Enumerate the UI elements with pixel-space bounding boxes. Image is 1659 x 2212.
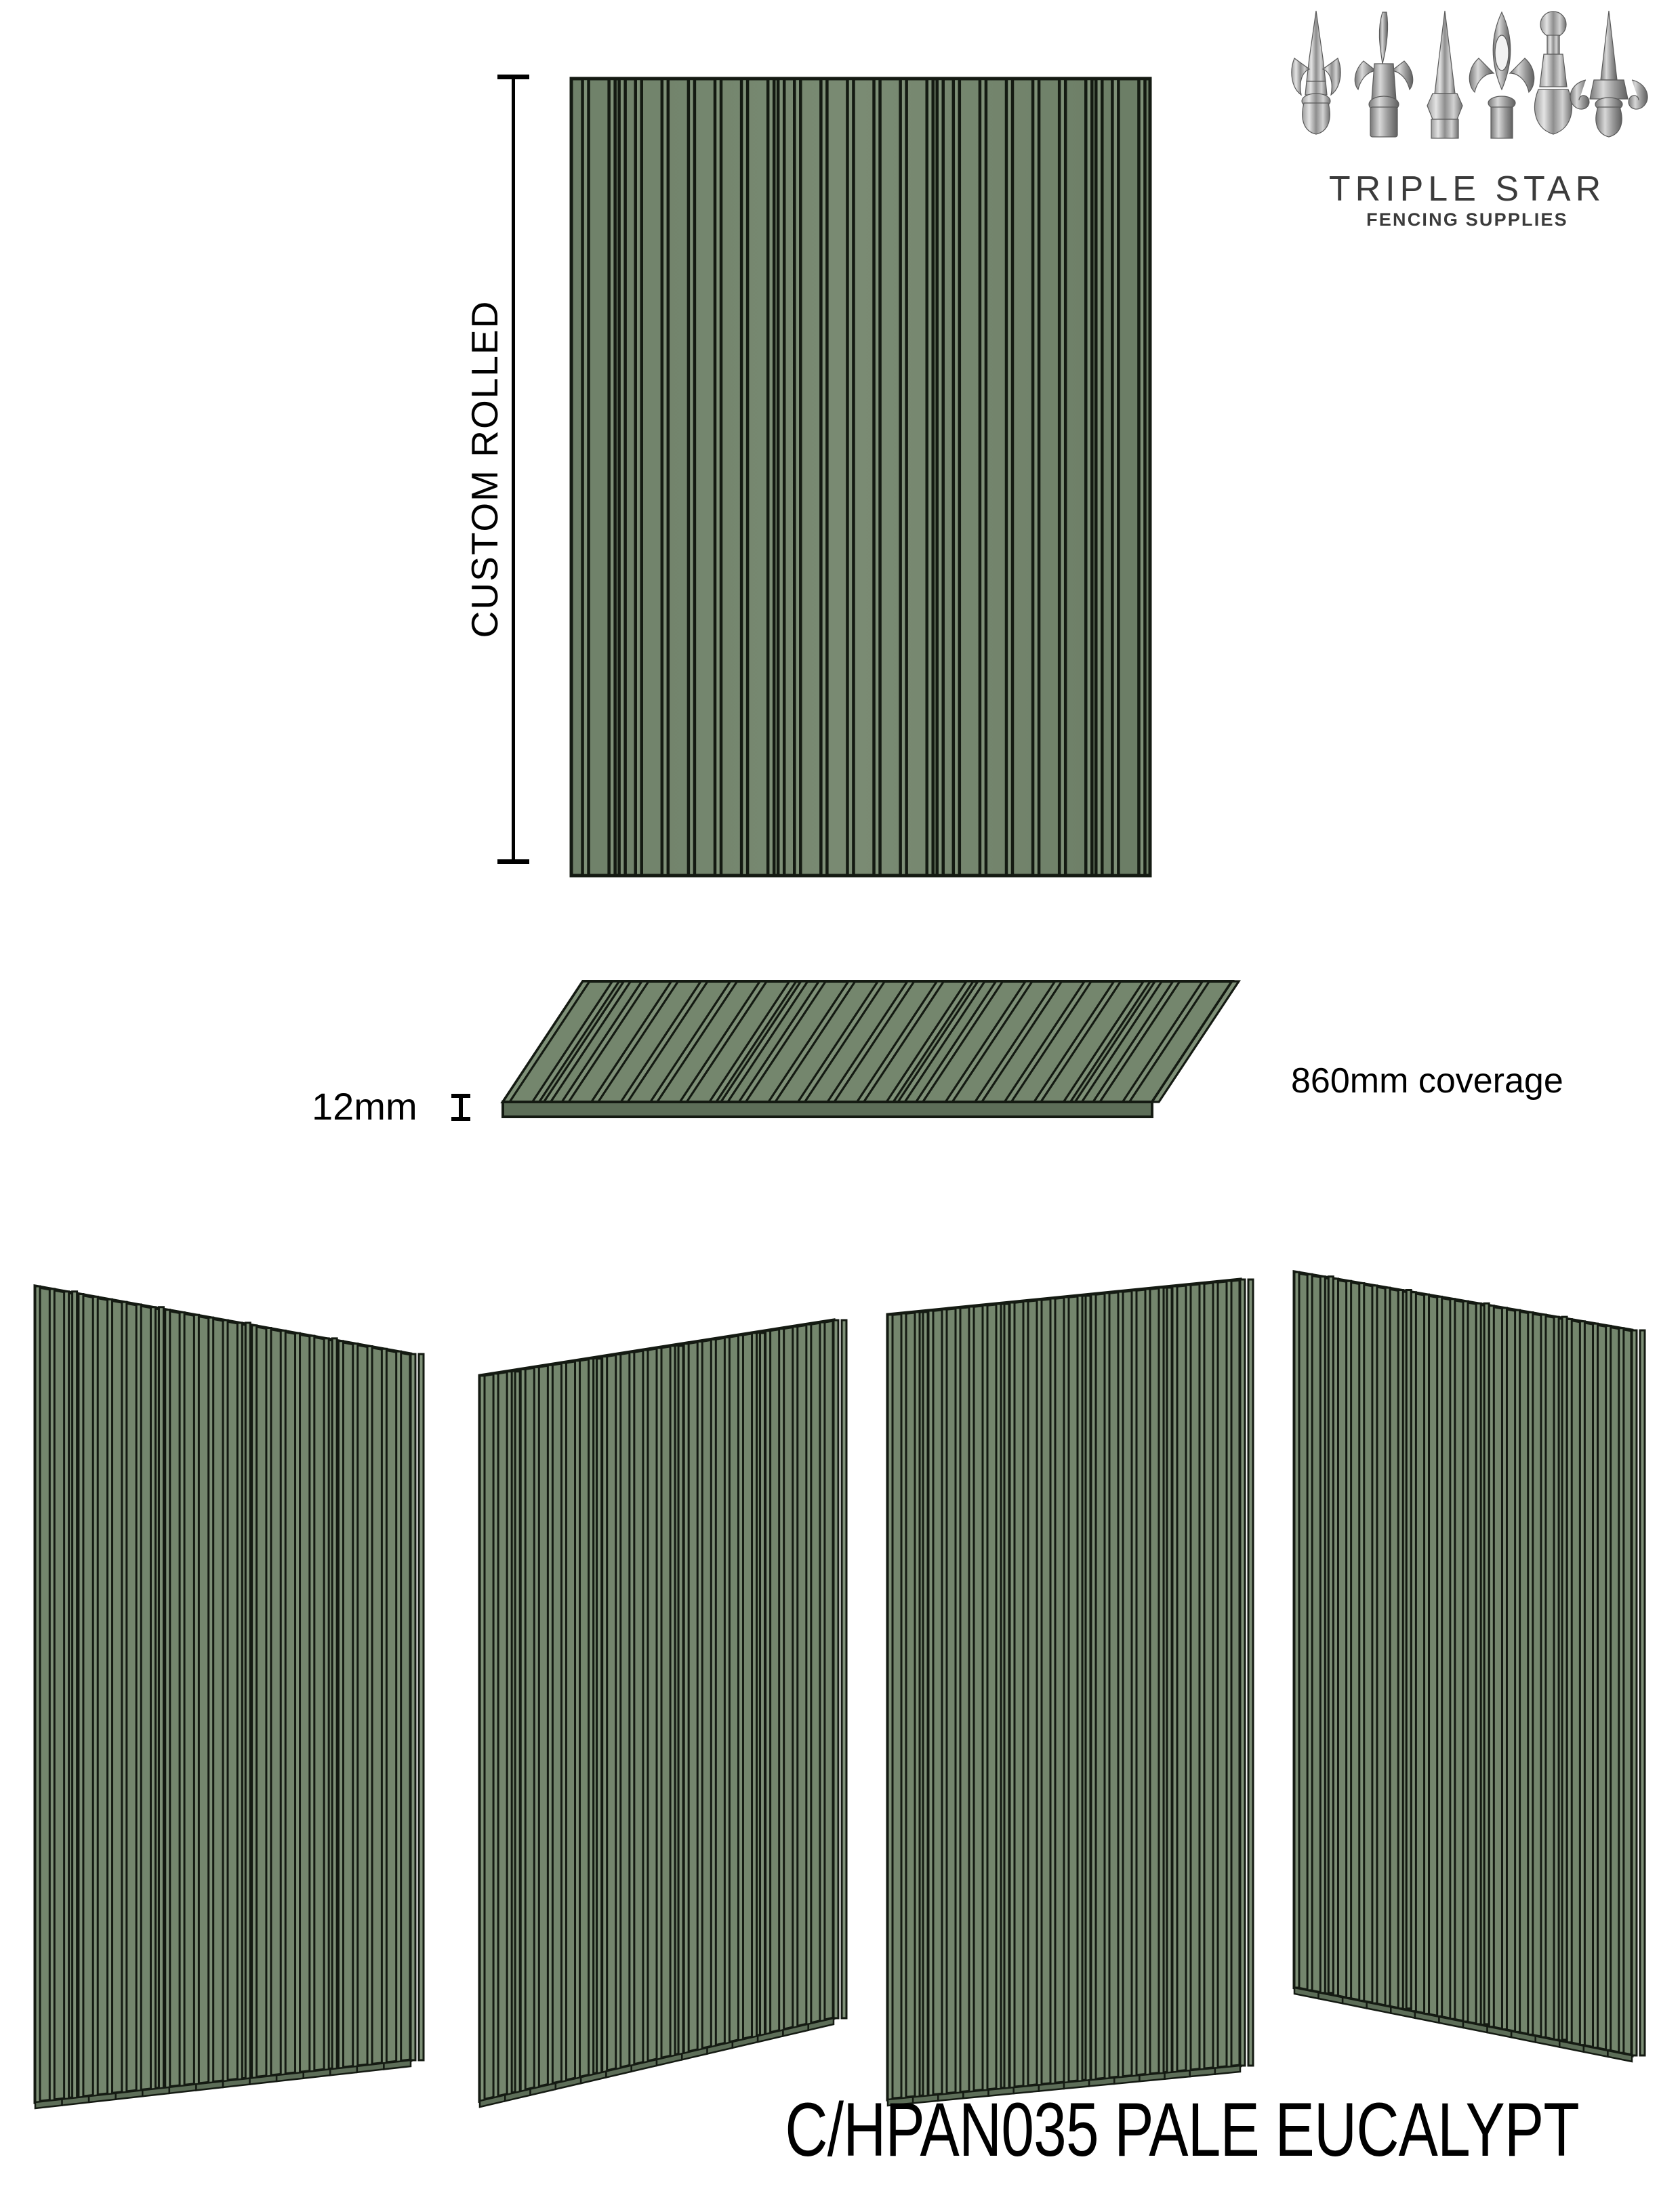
dimension-line-vertical <box>512 75 515 864</box>
rib-height-label: 12mm <box>312 1085 417 1128</box>
angled-panel-4 <box>1288 1257 1646 2070</box>
angled-panel-3 <box>881 1267 1261 2108</box>
angled-panel-2 <box>468 1301 848 2108</box>
dimension-cap-bottom <box>497 859 529 864</box>
rib-height-marker-icon <box>447 1092 474 1122</box>
fence-finial-spearhead-row-icon <box>1288 5 1648 175</box>
product-caption: C/HPAN035 PALE EUCALYPT <box>785 2087 1579 2172</box>
angled-panel-1 <box>27 1274 434 2114</box>
coverage-label: 860mm coverage <box>1291 1061 1563 1101</box>
logo-brand-name: TRIPLE STAR <box>1328 169 1606 209</box>
height-dimension-line: CUSTOM ROLLED <box>434 68 569 874</box>
profile-perspective-sheet <box>500 976 1241 1125</box>
company-logo: TRIPLE STAR FENCING SUPPLIES <box>1288 5 1648 249</box>
front-elevation-sheet <box>569 75 1152 878</box>
custom-rolled-label: CUSTOM ROLLED <box>464 300 506 638</box>
logo-tagline: FENCING SUPPLIES <box>1366 209 1568 230</box>
